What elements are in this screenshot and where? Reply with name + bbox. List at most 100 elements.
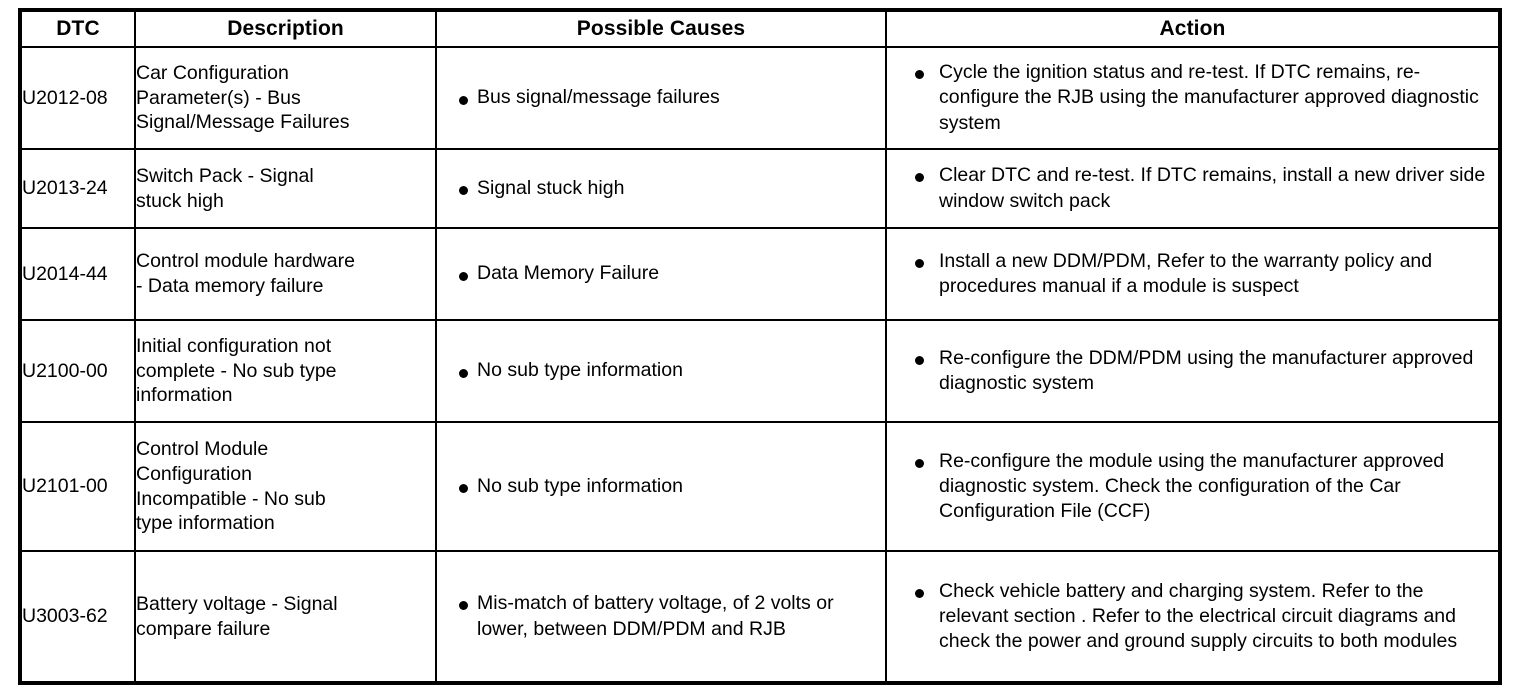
description-line: information (136, 384, 233, 407)
cell-possible-causes: Mis-match of battery voltage, of 2 volts… (435, 550, 887, 684)
action-list: Cycle the ignition status and re-test. I… (887, 60, 1498, 135)
bullet-icon (915, 458, 924, 468)
list-item-text: Cycle the ignition status and re-test. I… (939, 61, 1479, 134)
description-line: Initial configuration not (136, 334, 332, 357)
bullet-icon (915, 173, 924, 183)
cell-possible-causes: No sub type information (435, 319, 887, 423)
cell-action: Cycle the ignition status and re-test. I… (885, 46, 1501, 150)
list-item-text: Bus signal/message failures (477, 86, 720, 109)
cell-action: Re-configure the DDM/PDM using the manuf… (885, 319, 1501, 423)
action-list: Clear DTC and re-test. If DTC remains, i… (887, 163, 1498, 213)
list-item: Bus signal/message failures (437, 85, 885, 110)
dtc-diagnostic-table: DTC Description Possible Causes Action U… (18, 8, 1502, 685)
table-row: U2013-24 Switch Pack - Signal stuck high… (19, 148, 1501, 229)
description-line: Signal/Message Failures (136, 111, 350, 134)
bullet-icon (459, 95, 468, 105)
action-list: Check vehicle battery and charging syste… (887, 579, 1498, 654)
list-item-text: Check vehicle battery and charging syste… (939, 579, 1458, 653)
bullet-icon (459, 368, 468, 378)
column-header-action: Action (885, 9, 1501, 48)
list-item-text: Clear DTC and re-test. If DTC remains, i… (939, 164, 1486, 212)
description-line: complete - No sub type (136, 359, 337, 382)
description-line: stuck high (136, 189, 224, 212)
cell-dtc: U3003-62 (19, 550, 136, 684)
bullet-icon (915, 70, 924, 80)
list-item: Re-configure the DDM/PDM using the manuf… (887, 346, 1498, 396)
list-item: Cycle the ignition status and re-test. I… (887, 60, 1498, 135)
possible-causes-list: Data Memory Failure (437, 261, 885, 286)
description-line: - Data memory failure (136, 275, 324, 297)
cell-description: Battery voltage - Signal compare failure (134, 550, 437, 684)
possible-causes-list: Bus signal/message failures (437, 85, 885, 110)
cell-possible-causes: Bus signal/message failures (435, 46, 887, 150)
possible-causes-list: Signal stuck high (437, 176, 885, 201)
description-line: Switch Pack - Signal (136, 164, 314, 187)
description-line: Configuration (136, 462, 252, 485)
table-row: U2101-00 Control Module Configuration In… (19, 421, 1501, 552)
cell-possible-causes: No sub type information (435, 421, 887, 552)
list-item: Re-configure the module using the manufa… (887, 449, 1498, 524)
list-item-text: Mis-match of battery voltage, of 2 volts… (477, 592, 834, 640)
bullet-icon (459, 186, 468, 196)
list-item: Check vehicle battery and charging syste… (887, 579, 1498, 654)
cell-description: Initial configuration not complete - No … (134, 319, 437, 423)
action-list: Re-configure the module using the manufa… (887, 449, 1498, 524)
description-line: Control module hardware (136, 250, 355, 273)
column-header-description: Description (134, 9, 437, 48)
bullet-icon (459, 601, 468, 611)
description-line: Parameter(s) - Bus (136, 86, 301, 109)
possible-causes-list: No sub type information (437, 474, 885, 499)
column-header-possible-causes: Possible Causes (435, 9, 887, 48)
list-item-text: Re-configure the module using the manufa… (939, 449, 1445, 523)
list-item-text: No sub type information (477, 474, 683, 497)
bullet-icon (915, 588, 924, 598)
possible-causes-list: No sub type information (437, 358, 885, 383)
table-row: U3003-62 Battery voltage - Signal compar… (19, 550, 1501, 684)
list-item: Install a new DDM/PDM, Refer to the warr… (887, 249, 1498, 299)
cell-dtc: U2013-24 (19, 148, 136, 229)
list-item: Data Memory Failure (437, 261, 885, 286)
cell-dtc: U2101-00 (19, 421, 136, 552)
action-list: Install a new DDM/PDM, Refer to the warr… (887, 249, 1498, 299)
bullet-icon (459, 484, 468, 494)
cell-dtc: U2014-44 (19, 227, 136, 321)
list-item: Mis-match of battery voltage, of 2 volts… (437, 591, 885, 641)
cell-description: Car Configuration Parameter(s) - Bus Sig… (134, 46, 437, 150)
cell-dtc: U2100-00 (19, 319, 136, 423)
column-header-dtc: DTC (19, 9, 136, 48)
list-item-text: No sub type information (477, 359, 683, 382)
list-item-text: Re-configure the DDM/PDM using the manuf… (939, 346, 1474, 394)
description-line: Car Configuration (136, 61, 289, 84)
table-row: U2014-44 Control module hardware - Data … (19, 227, 1501, 321)
table-header-row: DTC Description Possible Causes Action (19, 9, 1501, 48)
bullet-icon (915, 355, 924, 365)
table-header: DTC Description Possible Causes Action (19, 9, 1501, 48)
cell-possible-causes: Data Memory Failure (435, 227, 887, 321)
list-item-text: Data Memory Failure (477, 262, 660, 285)
description-line: Battery voltage - Signal (136, 592, 338, 615)
table-row: U2100-00 Initial configuration not compl… (19, 319, 1501, 423)
list-item: No sub type information (437, 358, 885, 383)
cell-possible-causes: Signal stuck high (435, 148, 887, 229)
list-item: Clear DTC and re-test. If DTC remains, i… (887, 163, 1498, 213)
list-item: No sub type information (437, 474, 885, 499)
cell-action: Check vehicle battery and charging syste… (885, 550, 1501, 684)
cell-dtc: U2012-08 (19, 46, 136, 150)
list-item-text: Signal stuck high (477, 176, 625, 199)
list-item-text: Install a new DDM/PDM, Refer to the warr… (939, 249, 1433, 297)
table-row: U2012-08 Car Configuration Parameter(s) … (19, 46, 1501, 150)
cell-action: Re-configure the module using the manufa… (885, 421, 1501, 552)
cell-description: Switch Pack - Signal stuck high (134, 148, 437, 229)
description-line: compare failure (136, 617, 271, 640)
description-line: Incompatible - No sub (136, 487, 326, 510)
description-line: type information (136, 512, 275, 535)
cell-action: Install a new DDM/PDM, Refer to the warr… (885, 227, 1501, 321)
action-list: Re-configure the DDM/PDM using the manuf… (887, 346, 1498, 396)
cell-description: Control module hardware - Data memory fa… (134, 227, 437, 321)
bullet-icon (915, 258, 924, 268)
bullet-icon (459, 271, 468, 281)
cell-description: Control Module Configuration Incompatibl… (134, 421, 437, 552)
description-line: Control Module (136, 437, 269, 460)
possible-causes-list: Mis-match of battery voltage, of 2 volts… (437, 591, 885, 641)
